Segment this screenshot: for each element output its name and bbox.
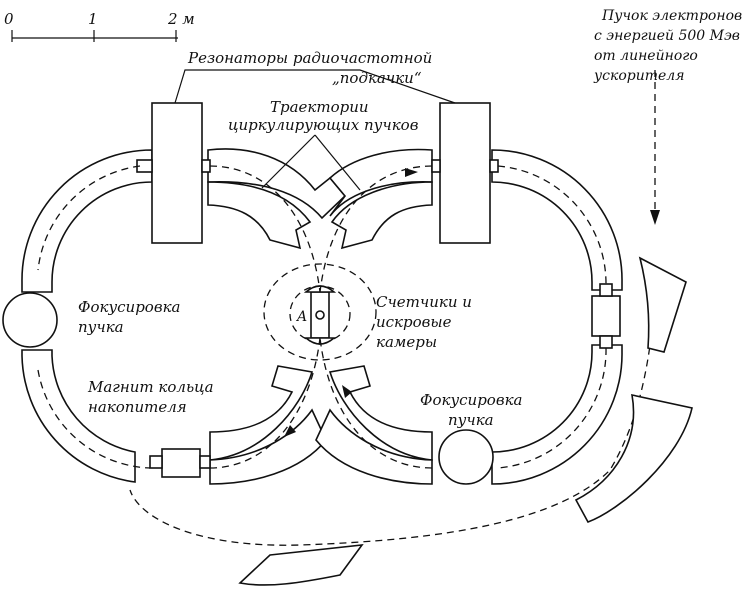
leader-trajectories-b — [314, 134, 361, 191]
quad-right-c1 — [599, 283, 613, 297]
label-counters-3: камеры — [376, 333, 437, 351]
interaction-point-label: A — [295, 309, 307, 325]
magnet-upper-left — [21, 149, 153, 293]
magnet-top-center-right — [328, 148, 433, 217]
label-resonators-1: Резонаторы радиочастотной — [187, 49, 432, 67]
magnet-top-center-left-ext — [207, 181, 312, 250]
label-beam-4: ускорителя — [593, 68, 684, 84]
label-magnet-2: накопителя — [88, 398, 187, 416]
quad-bottom-left — [161, 448, 201, 478]
label-focus-right-2: пучка — [448, 411, 494, 429]
scale-tick-0: 0 — [4, 10, 14, 28]
leader-trajectories-a — [261, 134, 316, 189]
injection-magnet-upper — [638, 256, 687, 353]
scale-tick-2: 2 м — [167, 10, 195, 28]
magnet-upper-right — [491, 149, 623, 291]
injection-magnet-lower — [574, 393, 693, 523]
interaction-region: A — [263, 263, 377, 361]
magnet-lower-right — [491, 344, 623, 485]
label-beam-1: Пучок электронов — [601, 8, 742, 24]
coupling-right-a — [431, 159, 441, 173]
coupling-right-b — [489, 159, 499, 173]
focusing-lens-right — [438, 429, 494, 485]
coupling-left-b — [201, 159, 211, 173]
label-beam-3: от линейного — [594, 48, 698, 64]
injection-magnet-bottom — [238, 544, 364, 586]
focusing-lens-left — [2, 292, 58, 348]
label-focus-left-2: пучка — [78, 318, 124, 336]
label-trajectories-2: циркулирующих пучков — [228, 116, 419, 134]
magnet-lower-left — [21, 349, 136, 483]
label-focus-right-1: Фокусировка — [420, 391, 522, 409]
label-magnet-1: Магнит кольца — [87, 378, 214, 396]
quad-right-c2 — [599, 335, 613, 349]
label-counters-2: искровые — [376, 313, 452, 331]
magnet-bottom-center-right-ext — [315, 408, 433, 485]
magnet-bottom-center-right — [328, 365, 433, 461]
label-counters-1: Счетчики и — [376, 293, 472, 311]
quad-bottom-left-c1 — [149, 455, 163, 469]
magnet-top-center-right-ext — [330, 181, 433, 250]
magnet-bottom-center-left — [209, 365, 314, 461]
label-resonators-2: „подкачки“ — [332, 69, 422, 87]
quad-bottom-left-c2 — [199, 455, 211, 469]
scale-tick-1: 1 — [88, 10, 98, 28]
label-trajectories-1: Траектории — [270, 98, 369, 116]
leader-resonators — [174, 69, 456, 104]
scale-bar: 0 1 2 м — [4, 10, 195, 42]
label-beam-2: с энергией 500 Мэв — [594, 28, 740, 44]
rf-cavity-right — [439, 102, 491, 244]
quad-right — [591, 295, 621, 337]
label-focus-left-1: Фокусировка — [78, 298, 180, 316]
rf-cavity-left — [151, 102, 203, 244]
